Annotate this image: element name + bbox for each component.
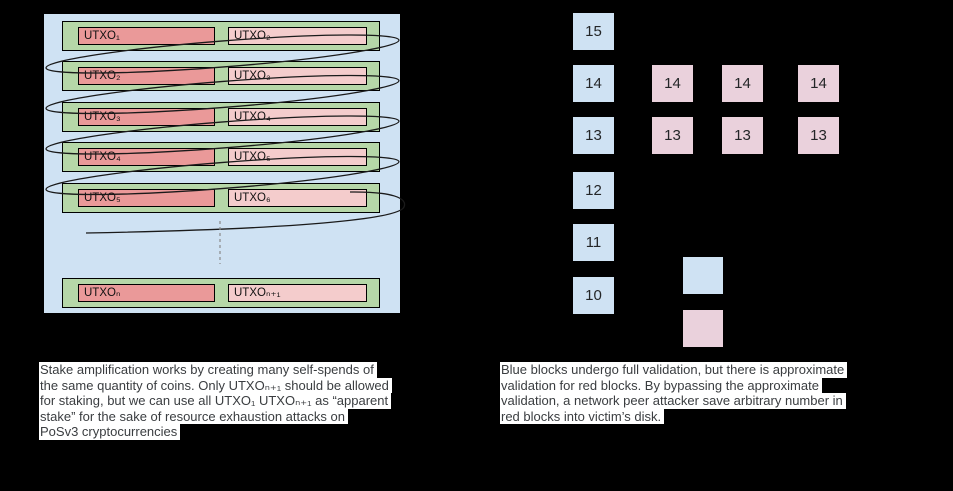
utxo-label: UTXOₙ₊₁	[234, 287, 281, 299]
utxo-box-pink: UTXO₆	[228, 189, 367, 207]
utxo-label: UTXO₂	[234, 30, 271, 42]
utxo-row-1: UTXO₁ UTXO₂	[62, 21, 380, 51]
utxo-box-red: UTXO₄	[78, 148, 215, 166]
legend-blue-swatch	[683, 257, 723, 294]
utxo-label: UTXO₃	[234, 70, 271, 82]
utxo-row-3: UTXO₃ UTXO₄	[62, 102, 380, 132]
blue-block-13: 13	[573, 117, 614, 154]
utxo-label: UTXO₂	[84, 70, 121, 82]
utxo-row-4: UTXO₄ UTXO₅	[62, 142, 380, 172]
blue-block-15: 15	[573, 13, 614, 50]
caption-line: stake” for the sake of resource exhausti…	[39, 408, 348, 424]
utxo-row-5: UTXO₅ UTXO₆	[62, 183, 380, 213]
utxo-row-n: UTXOₙ UTXOₙ₊₁	[62, 278, 380, 308]
red-block-14-c: 14	[798, 65, 839, 102]
utxo-label: UTXO₅	[84, 192, 121, 204]
utxo-label: UTXO₄	[234, 111, 271, 123]
utxo-label: UTXO₅	[234, 151, 271, 163]
blue-block-10: 10	[573, 277, 614, 314]
caption-line: validation, a network peer attacker save…	[500, 393, 846, 409]
utxo-box-red: UTXO₁	[78, 27, 215, 45]
caption-line: PoSv3 cryptocurrencies	[39, 424, 181, 440]
red-block-13-c: 13	[798, 117, 839, 154]
caption-line: for staking, but we can use all UTXO₁ UT…	[39, 393, 392, 409]
left-caption: Stake amplification works by creating ma…	[39, 362, 392, 440]
caption-line: red blocks into victim’s disk.	[500, 408, 665, 424]
caption-line: validation for red blocks. By bypassing …	[500, 377, 822, 393]
utxo-box-pink: UTXO₃	[228, 67, 367, 85]
utxo-label: UTXO₄	[84, 151, 121, 163]
blue-block-12: 12	[573, 172, 614, 209]
legend-red-swatch	[683, 310, 723, 347]
utxo-box-red: UTXO₃	[78, 108, 215, 126]
red-block-13-a: 13	[652, 117, 693, 154]
blue-block-14: 14	[573, 65, 614, 102]
utxo-label: UTXO₃	[84, 111, 121, 123]
utxo-box-pink: UTXO₂	[228, 27, 367, 45]
caption-line: Stake amplification works by creating ma…	[39, 362, 377, 378]
utxo-label: UTXOₙ	[84, 287, 121, 299]
utxo-box-red: UTXOₙ	[78, 284, 215, 302]
right-caption: Blue blocks undergo full validation, but…	[500, 362, 848, 424]
caption-line: Blue blocks undergo full validation, but…	[500, 362, 848, 378]
red-block-14-b: 14	[722, 65, 763, 102]
utxo-box-red: UTXO₂	[78, 67, 215, 85]
caption-line: the same quantity of coins. Only UTXOₙ₊₁…	[39, 377, 392, 393]
red-block-14-a: 14	[652, 65, 693, 102]
utxo-box-red: UTXO₅	[78, 189, 215, 207]
utxo-box-pink: UTXOₙ₊₁	[228, 284, 367, 302]
utxo-box-pink: UTXO₄	[228, 108, 367, 126]
utxo-label: UTXO₆	[234, 192, 271, 204]
utxo-row-2: UTXO₂ UTXO₃	[62, 61, 380, 91]
red-block-13-b: 13	[722, 117, 763, 154]
utxo-label: UTXO₁	[84, 30, 120, 42]
blue-block-11: 11	[573, 224, 614, 261]
utxo-box-pink: UTXO₅	[228, 148, 367, 166]
